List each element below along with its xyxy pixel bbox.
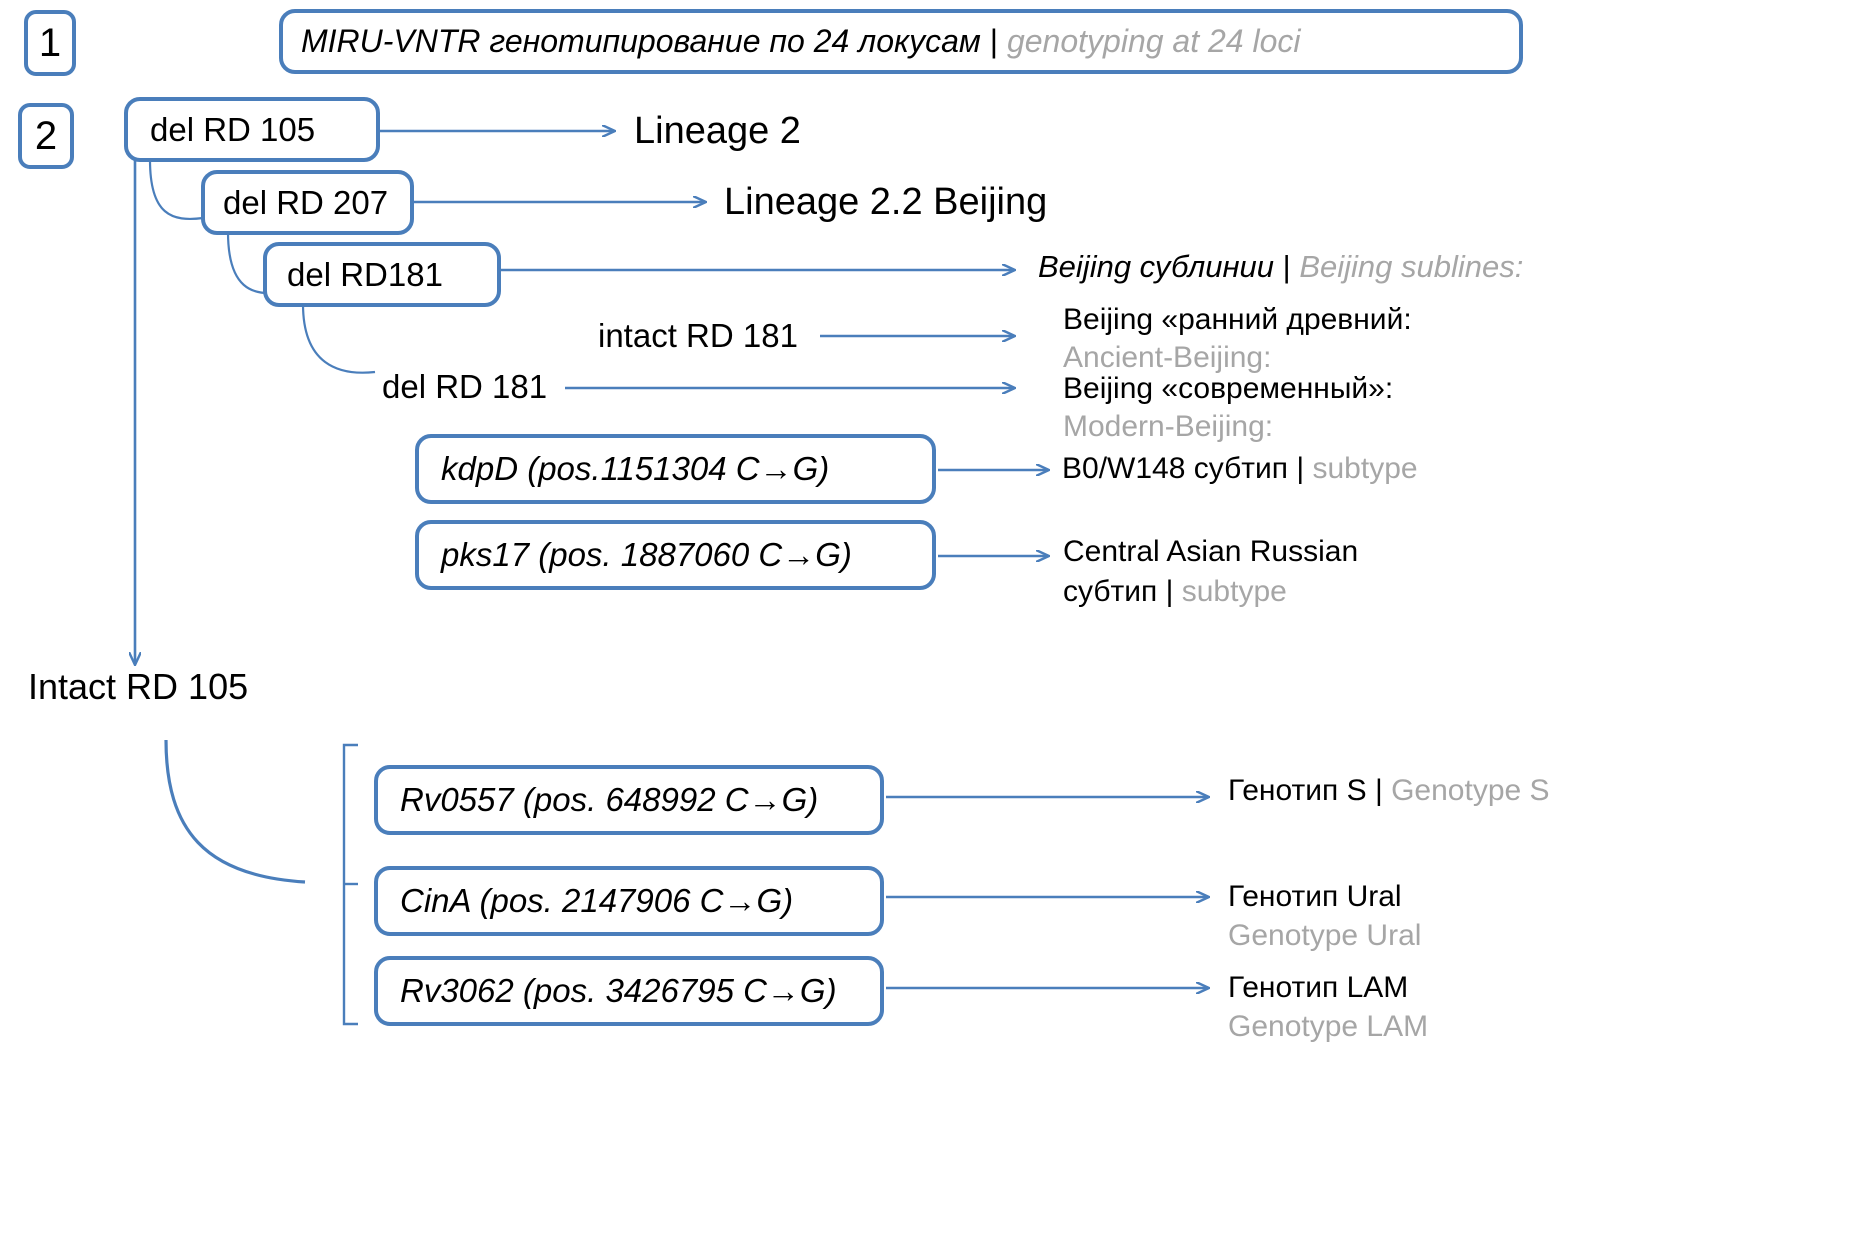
box-del-rd105-label: del RD 105 — [150, 110, 316, 148]
genotype-s-sep: | — [1374, 774, 1383, 807]
genotype-ural-ru: Генотип Ural — [1228, 880, 1402, 913]
intact-rd105-text: Intact RD 105 — [28, 666, 249, 707]
box-del-rd181-label: del RD181 — [287, 255, 443, 293]
b0w148-ru: B0/W148 субтип — [1062, 452, 1288, 485]
beijing-sublines-en: Beijing sublines: — [1299, 249, 1524, 284]
title-en: genotyping at 24 loci — [1006, 23, 1301, 59]
step-number-2: 2 — [18, 103, 74, 169]
box-rv0557: Rv0557 (pos. 648992 C→G) — [374, 765, 884, 835]
beijing-sublines-sep: | — [1282, 249, 1291, 284]
output-genotype-lam: Генотип LAM Genotype LAM — [1228, 971, 1428, 1043]
output-genotype-s: Генотип S | Genotype S — [1228, 774, 1550, 808]
output-modern-beijing: Beijing «современный»: Modern-Beijing: — [1063, 372, 1393, 443]
output-lineage22-text: Lineage 2.2 Beijing — [724, 181, 1048, 223]
ancient-beijing-en: Ancient-Beijing: — [1063, 340, 1272, 374]
box-cina: CinA (pos. 2147906 C→G) — [374, 866, 884, 936]
box-del-rd181: del RD181 — [263, 242, 501, 307]
box-rv3062: Rv3062 (pos. 3426795 C→G) — [374, 956, 884, 1026]
output-beijing-sublines: Beijing сублинии | Beijing sublines: — [1038, 249, 1524, 285]
output-central-asian-russian: Central Asian Russian субтип | subtype — [1063, 535, 1358, 608]
box-cina-label: CinA (pos. 2147906 C→G) — [400, 882, 794, 919]
output-lineage2: Lineage 2 — [634, 110, 801, 153]
box-kdpd: kdpD (pos.1151304 C→G) — [415, 434, 936, 504]
bracket-bottom-group — [342, 743, 358, 1026]
label-intact-rd105: Intact RD 105 — [28, 666, 249, 707]
car-line1: Central Asian Russian — [1063, 535, 1359, 568]
output-genotype-ural: Генотип Ural Genotype Ural — [1228, 880, 1421, 952]
box-del-rd207-label: del RD 207 — [223, 183, 389, 221]
modern-beijing-en: Modern-Beijing: — [1063, 409, 1274, 443]
box-kdpd-label: kdpD (pos.1151304 C→G) — [441, 450, 830, 487]
genotype-s-en: Genotype S — [1391, 774, 1550, 807]
car-subtype-sep: | — [1165, 574, 1174, 608]
curve-rd105-rd207 — [148, 159, 204, 220]
del-rd181-text: del RD 181 — [382, 368, 548, 405]
b0w148-sep: | — [1296, 452, 1305, 485]
output-b0w148: B0/W148 субтип | subtype — [1062, 452, 1418, 486]
box-pks17-label: pks17 (pos. 1887060 C→G) — [441, 536, 852, 573]
curve-intact105-group — [164, 739, 306, 884]
output-lineage22-beijing: Lineage 2.2 Beijing — [724, 181, 1047, 224]
modern-beijing-ru: Beijing «современный»: — [1063, 372, 1394, 405]
box-rv0557-label: Rv0557 (pos. 648992 C→G) — [400, 781, 819, 818]
label-del-rd181: del RD 181 — [382, 368, 548, 406]
box-rv3062-label: Rv3062 (pos. 3426795 C→G) — [400, 972, 837, 1009]
beijing-sublines-ru: Beijing сублинии — [1038, 249, 1275, 284]
genotype-lam-en: Genotype LAM — [1228, 1009, 1429, 1043]
car-subtype-ru: субтип — [1063, 574, 1158, 608]
title-ru: MIRU-VNTR генотипирование по 24 локусам — [301, 23, 981, 59]
box-del-rd105: del RD 105 — [124, 97, 380, 162]
genotype-s-ru: Генотип S — [1228, 774, 1367, 807]
step-2-label: 2 — [34, 114, 58, 158]
genotype-ural-en: Genotype Ural — [1228, 918, 1422, 952]
output-ancient-beijing: Beijing «ранний древний: Ancient-Beijing… — [1063, 303, 1412, 374]
ancient-beijing-ru: Beijing «ранний древний: — [1063, 303, 1412, 336]
box-del-rd207: del RD 207 — [201, 170, 414, 235]
genotype-lam-ru: Генотип LAM — [1228, 971, 1409, 1004]
step-1-label: 1 — [38, 21, 62, 65]
car-subtype-en: subtype — [1181, 574, 1287, 608]
title-separator: | — [989, 23, 999, 59]
b0w148-en: subtype — [1312, 452, 1418, 485]
box-pks17: pks17 (pos. 1887060 C→G) — [415, 520, 936, 590]
intact-rd181-text: intact RD 181 — [598, 317, 798, 354]
output-lineage2-text: Lineage 2 — [634, 110, 801, 152]
title-box: MIRU-VNTR генотипирование по 24 локусам … — [279, 9, 1523, 74]
step-number-1: 1 — [24, 10, 76, 76]
label-intact-rd181: intact RD 181 — [598, 317, 798, 355]
curve-rd181-del181 — [301, 303, 376, 374]
